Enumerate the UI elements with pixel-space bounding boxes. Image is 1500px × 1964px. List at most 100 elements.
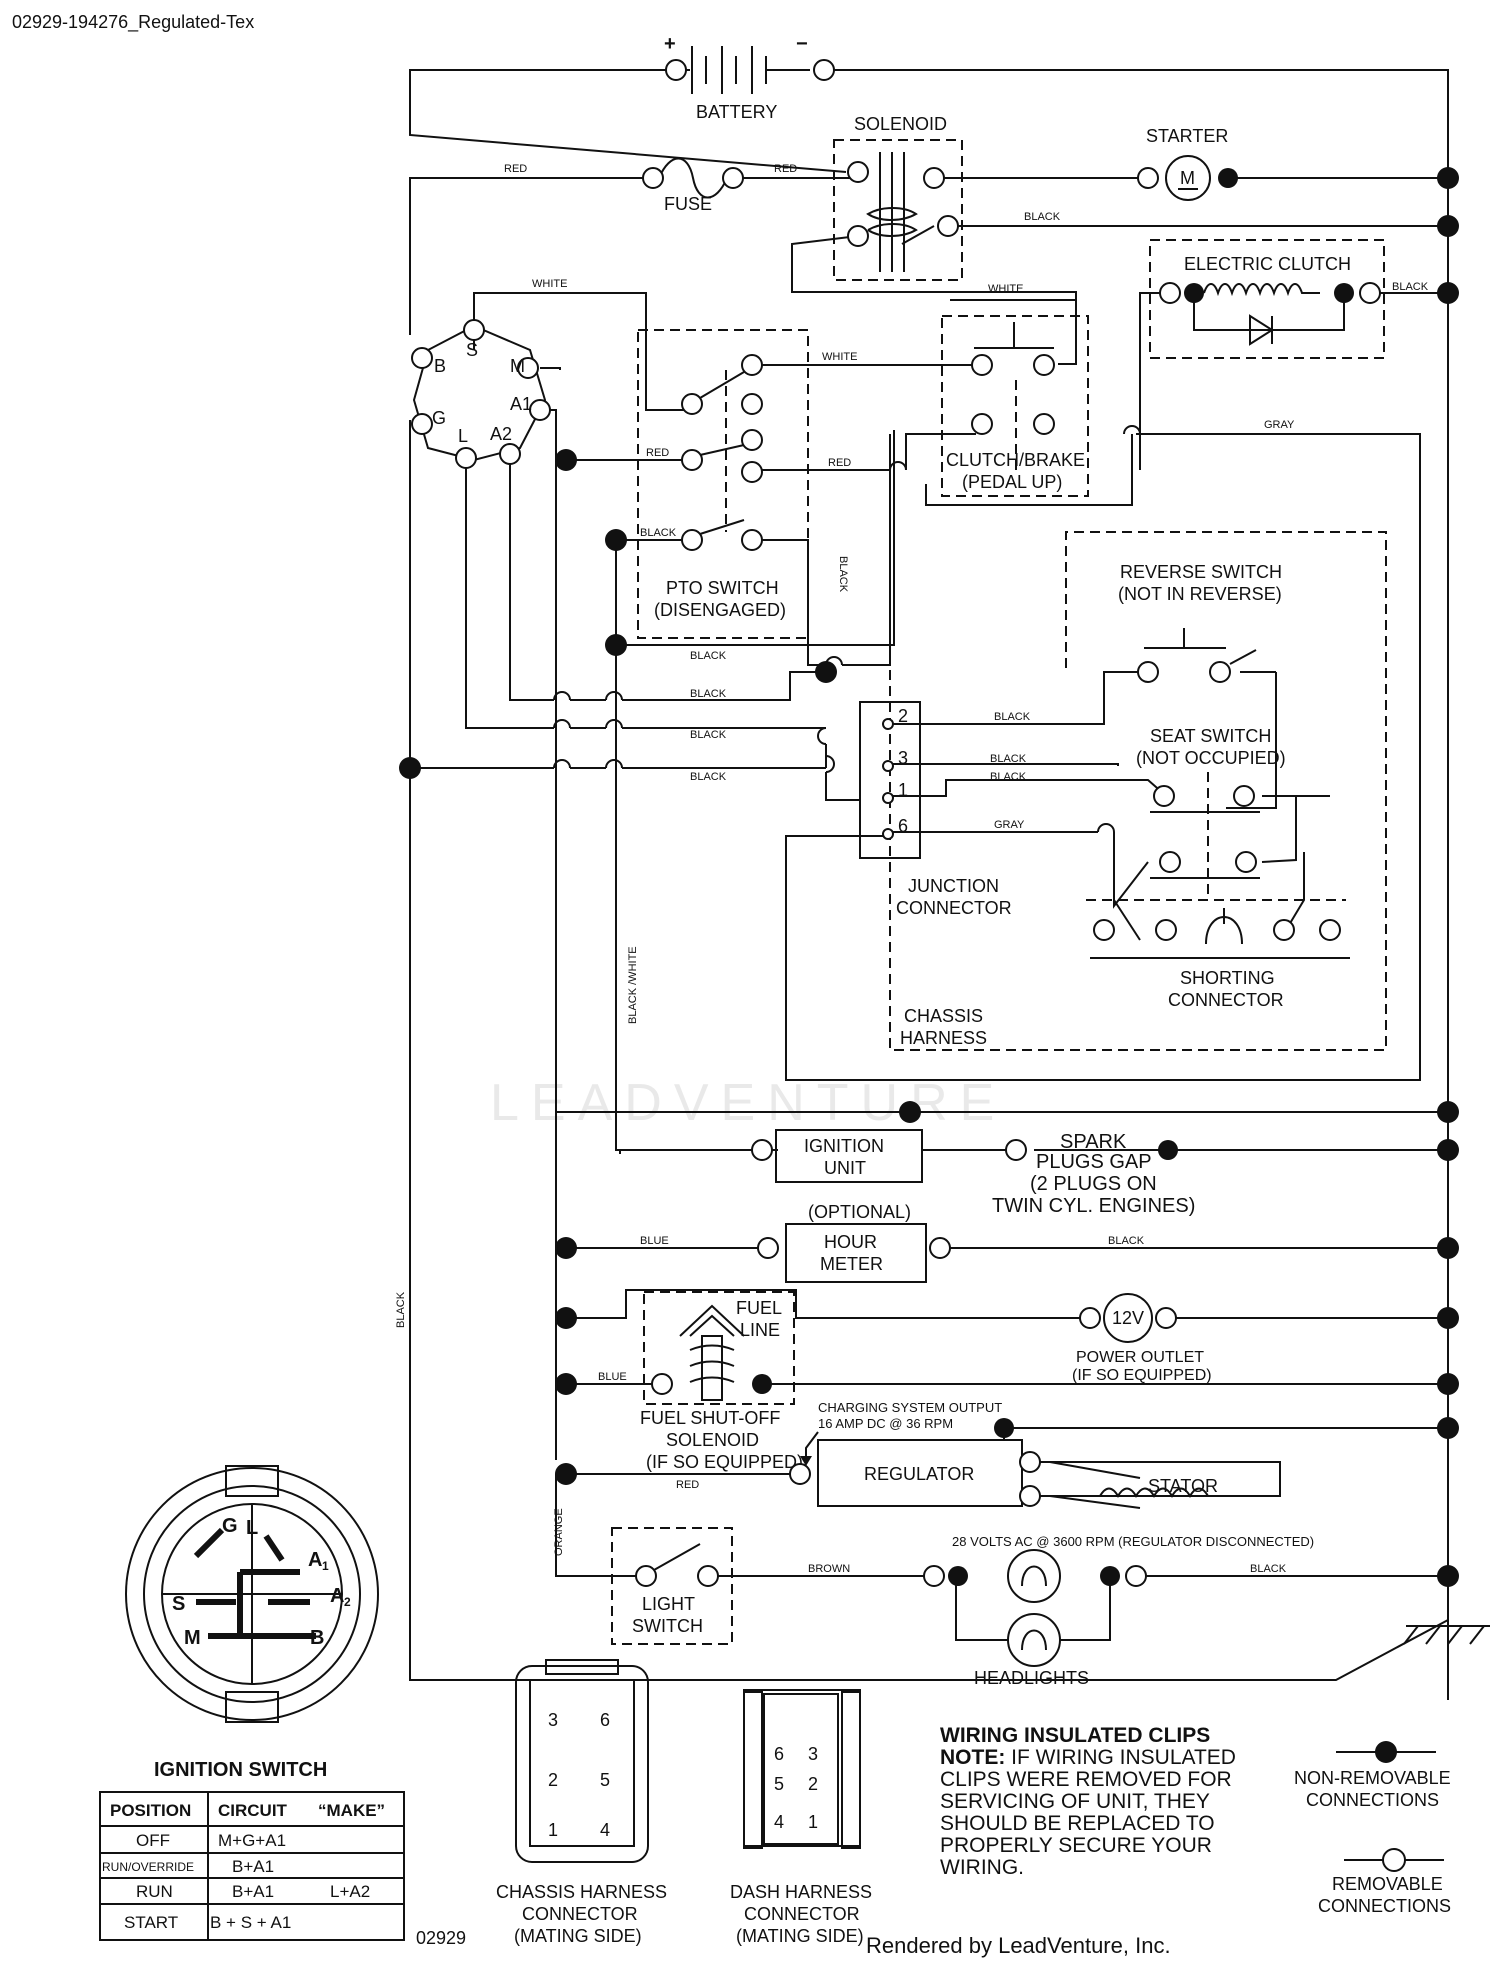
note-line: PROPERLY SECURE YOUR xyxy=(940,1834,1212,1857)
battery-label: BATTERY xyxy=(696,102,777,122)
wiring-lines xyxy=(409,46,1490,1700)
table-row-position: START xyxy=(124,1913,178,1932)
wire-blue-2: BLUE xyxy=(598,1371,627,1383)
hour-meter-label: HOUR xyxy=(824,1232,877,1252)
headlights: HEADLIGHTS xyxy=(923,1549,1147,1688)
diagram-code: 02929 xyxy=(416,1928,466,1948)
table-header-make: “MAKE” xyxy=(318,1801,385,1820)
dash-connector-title-2: CONNECTOR xyxy=(744,1904,860,1924)
junction-label-2: CONNECTOR xyxy=(896,898,1012,918)
wire-white-1: WHITE xyxy=(532,278,567,290)
wire-black-1: BLACK xyxy=(1024,211,1061,223)
table-row-position: RUN xyxy=(136,1882,173,1901)
switch-face-l: L xyxy=(246,1517,258,1539)
pto-switch: PTO SWITCH (DISENGAGED) xyxy=(637,329,975,639)
wire-gray-2: GRAY xyxy=(994,819,1025,831)
fuel-line-label: FUEL xyxy=(736,1298,782,1318)
electric-clutch-label: ELECTRIC CLUTCH xyxy=(1184,254,1351,274)
chassis-harness-label: CHASSIS xyxy=(904,1006,983,1026)
terminal-s: S xyxy=(466,340,478,360)
dash-pin: 4 xyxy=(774,1812,784,1832)
stator-label: STATOR xyxy=(1148,1476,1218,1496)
wire-black-10: BLACK xyxy=(990,771,1027,783)
ignition-switch-terminals: B S M A1 G L A2 xyxy=(411,319,551,469)
clutch-brake-state: (PEDAL UP) xyxy=(962,472,1062,492)
table-row-position: RUN/OVERRIDE xyxy=(102,1860,194,1874)
dash-connector-title: DASH HARNESS xyxy=(730,1882,872,1902)
note-line: CLIPS WERE REMOVED FOR xyxy=(940,1768,1232,1791)
svg-text:NOTE: IF WIRING INSULATED: NOTE: IF WIRING INSULATED xyxy=(940,1746,1236,1769)
wire-white-2: WHITE xyxy=(988,283,1023,295)
light-switch-label: LIGHT xyxy=(642,1594,695,1614)
wire-red-5: RED xyxy=(676,1479,699,1491)
fuel-solenoid: FUEL LINE FUEL SHUT-OFF SOLENOID (IF SO … xyxy=(640,1291,803,1472)
wire-black-8: BLACK xyxy=(994,711,1031,723)
wire-gray-1: GRAY xyxy=(1264,419,1295,431)
hour-meter: (OPTIONAL) HOUR METER xyxy=(757,1202,951,1283)
wiring-note: WIRING INSULATED CLIPS NOTE: IF WIRING I… xyxy=(940,1724,1236,1879)
terminal-a2: A2 xyxy=(490,424,512,444)
reverse-seat-region: REVERSE SWITCH (NOT IN REVERSE) SEAT SWI… xyxy=(889,531,1387,1051)
table-header-position: POSITION xyxy=(110,1801,191,1820)
terminal-a1: A1 xyxy=(510,394,532,414)
light-switch-label-2: SWITCH xyxy=(632,1616,703,1636)
wire-red-4: RED xyxy=(828,457,851,469)
junction-label: JUNCTION xyxy=(908,876,999,896)
dash-pin: 3 xyxy=(808,1744,818,1764)
chassis-connector-title: CHASSIS HARNESS xyxy=(496,1882,667,1902)
seat-switch-label: SEAT SWITCH xyxy=(1150,726,1271,746)
terminal-b: B xyxy=(434,356,446,376)
table-row-make: L+A2 xyxy=(330,1882,370,1901)
document-id: 02929-194276_Regulated-Tex xyxy=(12,12,254,33)
headlights-label: HEADLIGHTS xyxy=(974,1668,1089,1688)
terminal-g: G xyxy=(432,408,446,428)
chassis-connector-title-3: (MATING SIDE) xyxy=(514,1926,642,1946)
chassis-harness-label-2: HARNESS xyxy=(900,1028,987,1048)
switch-face-g: G xyxy=(222,1515,238,1537)
spark-label-4: TWIN CYL. ENGINES) xyxy=(992,1195,1195,1217)
fuse: FUSE xyxy=(642,167,744,214)
pto-switch-state: (DISENGAGED) xyxy=(654,600,786,620)
wire-black-13: BLACK xyxy=(837,556,849,593)
terminal-l: L xyxy=(458,426,468,446)
junction-connector: 2 3 1 6 JUNCTION CONNECTOR xyxy=(859,701,1012,918)
wire-orange: ORANGE xyxy=(553,1508,565,1556)
starter-m: M xyxy=(1180,168,1195,188)
note-line: SHOULD BE REPLACED TO xyxy=(940,1812,1215,1835)
battery: + − BATTERY xyxy=(664,33,835,122)
stator-note: 28 VOLTS AC @ 3600 RPM (REGULATOR DISCON… xyxy=(952,1534,1314,1549)
dash-pin: 2 xyxy=(808,1774,818,1794)
table-row-circuit: B + S + A1 xyxy=(210,1913,291,1932)
table-row-circuit: M+G+A1 xyxy=(218,1831,286,1850)
power-outlet-label: POWER OUTLET xyxy=(1076,1349,1204,1366)
legend: NON-REMOVABLE CONNECTIONS REMOVABLE CONN… xyxy=(1294,1741,1451,1916)
ignition-unit-label-2: UNIT xyxy=(824,1158,866,1178)
wire-black-9: BLACK xyxy=(990,753,1027,765)
reverse-switch-state: (NOT IN REVERSE) xyxy=(1118,584,1282,604)
dash-pin: 1 xyxy=(808,1812,818,1832)
chassis-connector-title-2: CONNECTOR xyxy=(522,1904,638,1924)
junction-pin-1: 1 xyxy=(898,780,908,800)
starter: M STARTER xyxy=(1137,126,1238,201)
wire-red-1: RED xyxy=(504,163,527,175)
legend-non-removable-2: CONNECTIONS xyxy=(1306,1790,1439,1810)
optional-label: (OPTIONAL) xyxy=(808,1202,911,1222)
ignition-switch-table: POSITION CIRCUIT “MAKE” OFF M+G+A1 RUN/O… xyxy=(99,1791,405,1941)
ignition-unit: IGNITION UNIT SPARK PLUGS GAP (2 PLUGS O… xyxy=(751,1129,1195,1217)
terminal-m: M xyxy=(510,356,525,376)
fuse-label: FUSE xyxy=(664,194,712,214)
table-row-circuit: B+A1 xyxy=(232,1857,274,1876)
connection-dots xyxy=(399,167,1459,1587)
switch-face-a1-sub: 1 xyxy=(322,1559,329,1573)
wire-black-11: BLACK xyxy=(1108,1235,1145,1247)
wire-white-3: WHITE xyxy=(822,351,857,363)
solenoid-label: SOLENOID xyxy=(854,114,947,134)
note-line: IF WIRING INSULATED xyxy=(1005,1746,1236,1769)
rendered-by: Rendered by LeadVenture, Inc. xyxy=(866,1933,1171,1958)
junction-pin-2: 2 xyxy=(898,706,908,726)
table-header-circuit: CIRCUIT xyxy=(218,1801,288,1820)
switch-face-s: S xyxy=(172,1593,185,1615)
switch-face-m: M xyxy=(184,1627,201,1649)
regulator-label: REGULATOR xyxy=(864,1464,974,1484)
note-line: WIRING. xyxy=(940,1856,1024,1879)
